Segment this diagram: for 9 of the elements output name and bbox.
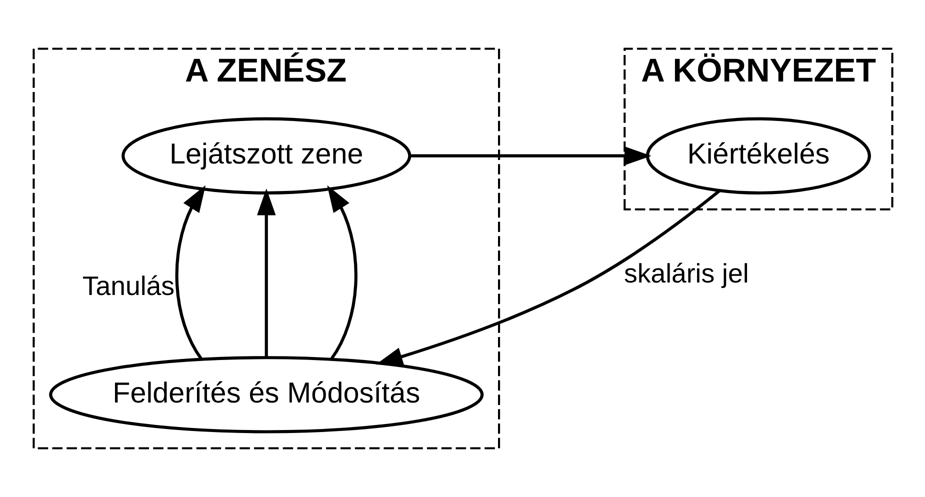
edge-label: Tanulás xyxy=(82,270,174,301)
node-ellipse: Lejátszott zene xyxy=(121,117,411,194)
edge-label: skaláris jel xyxy=(623,258,748,288)
arrow xyxy=(326,185,357,360)
arrow xyxy=(174,185,206,360)
node-ellipse: Felderítés és Módosítás xyxy=(48,356,484,434)
arrow xyxy=(256,188,276,357)
node-ellipse: Kiértékelés xyxy=(645,117,870,194)
arrow xyxy=(409,146,651,166)
